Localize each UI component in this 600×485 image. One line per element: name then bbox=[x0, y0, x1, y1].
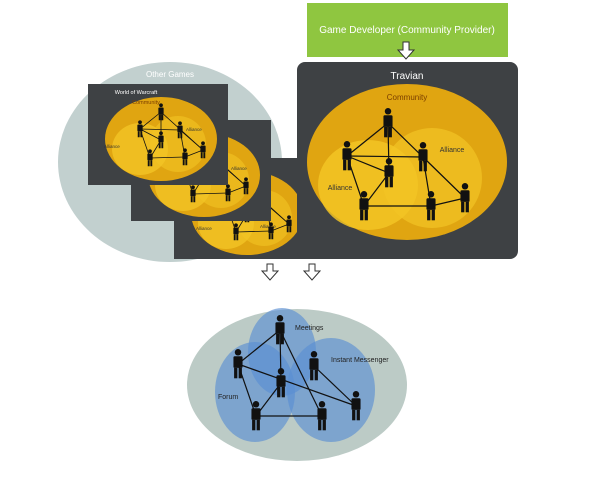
person-icon bbox=[418, 142, 428, 172]
person-icon bbox=[268, 222, 274, 240]
person-icon bbox=[359, 191, 369, 221]
person-icon bbox=[276, 368, 286, 398]
alliance-label: Alliance bbox=[186, 127, 202, 132]
alliance-label: Alliance bbox=[260, 224, 276, 229]
person-icon bbox=[190, 185, 196, 203]
person-icon bbox=[243, 177, 249, 195]
travian-alliance-right-label: Alliance bbox=[440, 147, 465, 154]
connection-line bbox=[179, 129, 204, 151]
alliance-label: Alliance bbox=[196, 226, 212, 231]
connection-line bbox=[237, 363, 357, 407]
travian-network bbox=[342, 108, 470, 221]
person-icon bbox=[342, 141, 352, 171]
person-icon bbox=[426, 191, 436, 221]
person-icon bbox=[200, 141, 206, 159]
connection-line bbox=[227, 185, 247, 194]
gaming-network bbox=[233, 315, 361, 431]
connection-line bbox=[346, 122, 389, 157]
arrow-down-icon bbox=[260, 263, 280, 281]
connection-line bbox=[139, 128, 181, 131]
person-icon bbox=[233, 223, 239, 241]
travian-title: Travian bbox=[391, 71, 424, 82]
connection-line bbox=[346, 155, 424, 158]
travian-community-label: Community bbox=[387, 93, 427, 102]
connection-line bbox=[387, 122, 390, 174]
travian-alliance-right bbox=[382, 128, 482, 228]
other-games-title: Other Games bbox=[146, 70, 194, 79]
person-icon bbox=[275, 315, 285, 345]
connection-line bbox=[192, 192, 229, 195]
connection-line bbox=[313, 365, 357, 407]
travian-alliance-left-label: Alliance bbox=[328, 185, 353, 192]
connection-line bbox=[235, 230, 272, 233]
game-box-wow: World of WarcraftCommunityAllianceAllian… bbox=[88, 84, 228, 185]
person-icon bbox=[158, 103, 164, 121]
person-icon bbox=[317, 401, 327, 431]
alliance-label: Alliance bbox=[231, 166, 247, 171]
meetings-label: Meetings bbox=[295, 325, 324, 332]
person-icon bbox=[177, 121, 183, 139]
instant-messenger-ellipse bbox=[287, 338, 375, 442]
alliance-label: Alliance bbox=[104, 144, 120, 149]
arrow-down-icon bbox=[396, 41, 416, 60]
provider-label: Game Developer (Community Provider) bbox=[319, 25, 495, 36]
person-icon bbox=[460, 183, 470, 213]
person-icon bbox=[384, 158, 394, 188]
person-icon bbox=[309, 351, 319, 381]
person-icon bbox=[286, 215, 292, 233]
person-icon bbox=[158, 131, 164, 149]
connection-line bbox=[139, 128, 162, 141]
person-icon bbox=[351, 391, 361, 421]
instant-messenger-label: Instant Messenger bbox=[331, 357, 389, 364]
person-icon bbox=[137, 120, 143, 138]
community-label: Community bbox=[132, 100, 160, 106]
connection-line bbox=[279, 329, 323, 417]
person-icon bbox=[182, 148, 188, 166]
connection-line bbox=[422, 156, 466, 199]
person-icon bbox=[251, 401, 261, 431]
gaming-community-title: Gaming Community bbox=[260, 295, 340, 305]
wow-title: World of Warcraft bbox=[115, 90, 158, 96]
connection-line bbox=[149, 156, 186, 159]
connection-line bbox=[237, 329, 281, 365]
forum-label: Forum bbox=[218, 394, 238, 401]
arrow-down-icon bbox=[302, 263, 322, 281]
person-icon bbox=[383, 108, 393, 138]
person-icon bbox=[225, 184, 231, 202]
connection-line bbox=[139, 111, 162, 130]
connection-line bbox=[184, 149, 204, 158]
person-icon bbox=[147, 149, 153, 167]
person-icon bbox=[233, 349, 243, 379]
connection-line bbox=[430, 197, 466, 207]
connection-line bbox=[346, 155, 390, 174]
connection-line bbox=[270, 223, 290, 232]
